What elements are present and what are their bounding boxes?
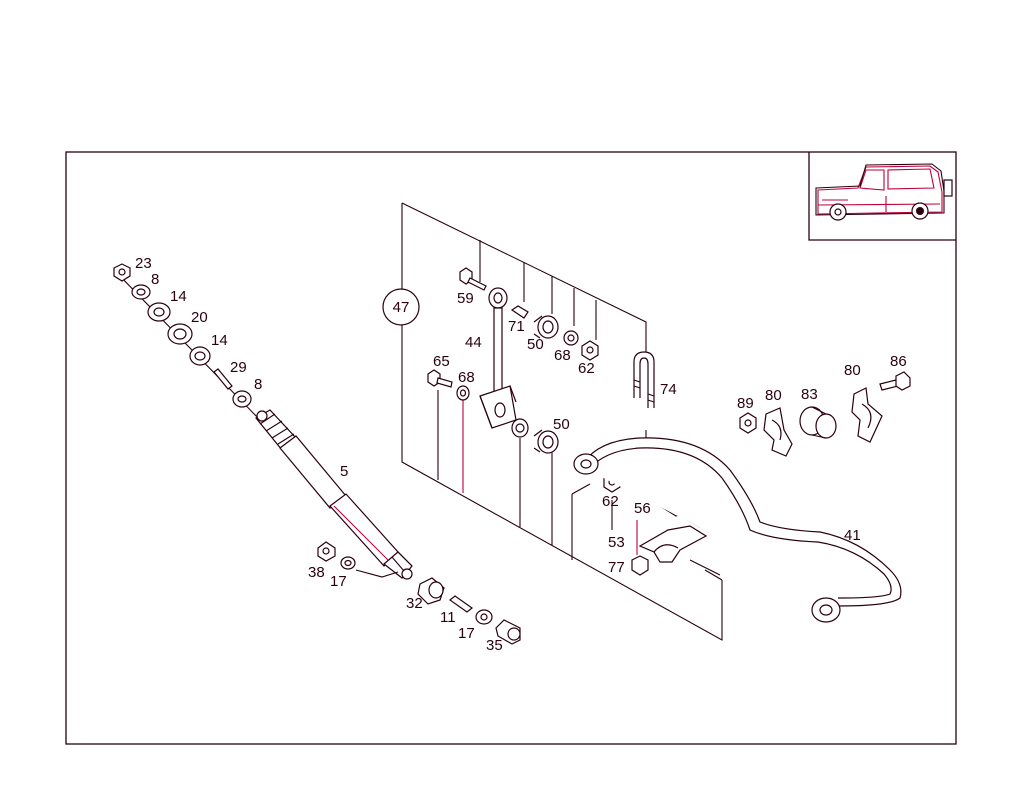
shock-absorber-parts — [113, 263, 521, 645]
label-83: 83 — [801, 386, 818, 403]
label-62-top: 62 — [578, 360, 595, 377]
label-38: 38 — [308, 564, 325, 581]
label-50-lower: 50 — [553, 416, 570, 433]
label-44: 44 — [465, 334, 482, 351]
label-29: 29 — [230, 359, 247, 376]
label-89: 89 — [737, 395, 754, 412]
vehicle-inset — [808, 152, 956, 241]
group-47-label: 47 — [393, 299, 410, 316]
label-53: 53 — [608, 534, 625, 551]
label-20: 20 — [191, 309, 208, 326]
label-17-right: 17 — [458, 625, 475, 642]
diagram-frame — [65, 151, 957, 745]
label-8-top: 8 — [151, 271, 159, 288]
label-41: 41 — [844, 527, 861, 544]
group-47-callout: 47 — [382, 288, 420, 326]
label-80-right: 80 — [844, 362, 861, 379]
label-59: 59 — [457, 290, 474, 307]
label-74: 74 — [660, 381, 677, 398]
label-5: 5 — [340, 463, 348, 480]
label-68-top: 68 — [554, 347, 571, 364]
label-77: 77 — [608, 559, 625, 576]
label-35: 35 — [486, 637, 503, 654]
mount-parts — [739, 371, 911, 457]
label-62-lower: 62 — [602, 493, 619, 510]
label-14-lower: 14 — [211, 332, 228, 349]
label-11: 11 — [440, 609, 456, 626]
vehicle-icon — [815, 163, 953, 221]
part-labels: 23 8 14 20 14 29 8 5 38 17 32 11 17 35 5… — [135, 255, 907, 654]
label-68-lower: 68 — [458, 369, 475, 386]
label-17-left: 17 — [330, 573, 347, 590]
anti-roll-bar — [573, 437, 902, 623]
label-23: 23 — [135, 255, 152, 272]
group-47-outline — [401, 202, 723, 641]
label-32: 32 — [406, 595, 423, 612]
label-14-top: 14 — [170, 288, 187, 305]
label-86: 86 — [890, 353, 907, 370]
label-71: 71 — [508, 318, 525, 335]
label-80-left: 80 — [765, 387, 782, 404]
label-56: 56 — [634, 500, 651, 517]
label-50-top: 50 — [527, 336, 544, 353]
label-65: 65 — [433, 353, 450, 370]
label-8-lower: 8 — [254, 376, 262, 393]
